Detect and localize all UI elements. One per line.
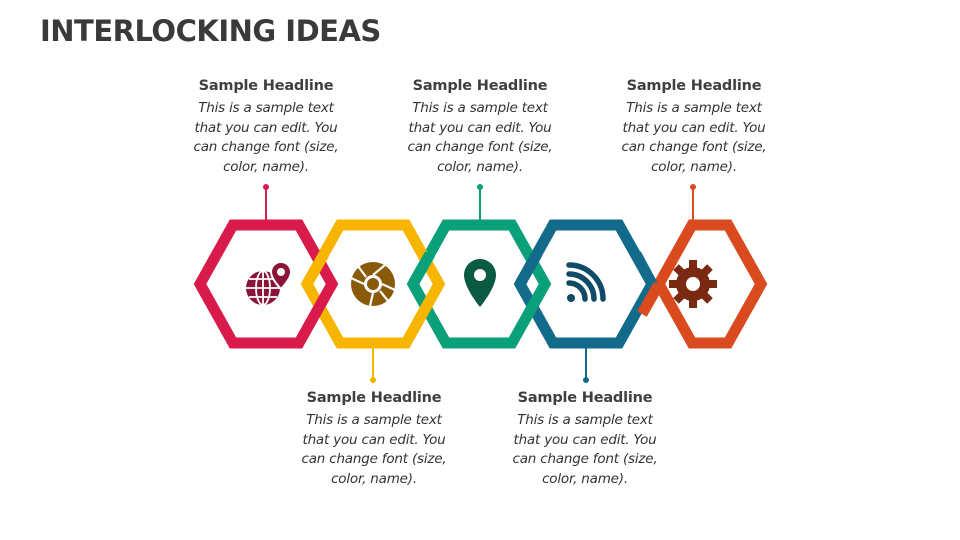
- callout-4: Sample Headline This is a sample text th…: [490, 390, 680, 489]
- connector-3-dot: [477, 184, 483, 190]
- hexagon-3: [406, 219, 552, 349]
- camera-aperture-icon: [350, 262, 396, 307]
- callout-2: Sample Headline This is a sample text th…: [279, 390, 469, 489]
- callout-1-headline: Sample Headline: [198, 78, 334, 94]
- hexagon-2: [300, 219, 446, 349]
- overlap-4-over-3: [515, 251, 542, 287]
- page-title: INTERLOCKING IDEAS: [40, 14, 381, 48]
- callout-2-text: This is a sample text that you can edit.…: [301, 412, 447, 487]
- globe-pin-icon: [246, 260, 293, 306]
- overlap-5-over-4: [637, 281, 664, 317]
- callout-5-text: This is a sample text that you can edit.…: [621, 100, 767, 175]
- callout-2-headline: Sample Headline: [306, 390, 442, 406]
- gear-icon: [669, 260, 717, 308]
- callout-3: Sample Headline This is a sample text th…: [385, 78, 575, 177]
- connector-5-dot: [690, 184, 696, 190]
- callout-4-headline: Sample Headline: [517, 390, 653, 406]
- overlap-2-over-1: [302, 251, 329, 287]
- callout-5: Sample Headline This is a sample text th…: [599, 78, 789, 177]
- callout-1-text: This is a sample text that you can edit.…: [193, 100, 339, 175]
- map-pin-icon: [464, 259, 496, 307]
- callout-1: Sample Headline This is a sample text th…: [171, 78, 361, 177]
- callout-3-headline: Sample Headline: [412, 78, 548, 94]
- connector-1-dot: [263, 184, 269, 190]
- connector-4-dot: [583, 377, 589, 383]
- overlap-4-over-5: [631, 251, 657, 287]
- hexagon-5: [652, 219, 768, 349]
- connectors: [263, 184, 696, 383]
- connector-2-dot: [370, 377, 376, 383]
- callout-3-text: This is a sample text that you can edit.…: [407, 100, 553, 175]
- callout-5-headline: Sample Headline: [626, 78, 762, 94]
- rss-feed-icon: [566, 262, 606, 302]
- hexagon-1: [193, 219, 339, 349]
- overlap-3-over-2: [408, 251, 435, 287]
- callout-4-text: This is a sample text that you can edit.…: [512, 412, 658, 487]
